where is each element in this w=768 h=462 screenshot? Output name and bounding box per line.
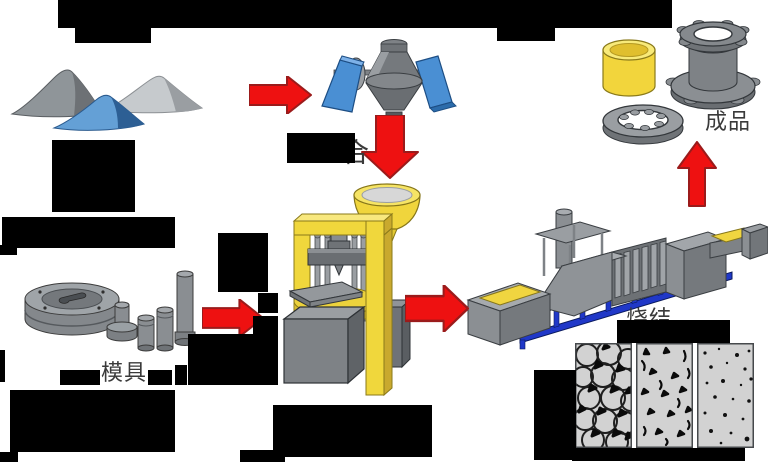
sintering-furnace-illustration bbox=[462, 196, 768, 352]
furnace-entry-table bbox=[466, 282, 552, 346]
redaction-box bbox=[258, 293, 278, 313]
arrow-powder-to-mixer bbox=[249, 76, 312, 114]
press-crosshead bbox=[307, 248, 371, 266]
hopper-powder-fill bbox=[361, 187, 413, 203]
redaction-box bbox=[617, 320, 730, 343]
press-die-slab bbox=[288, 281, 364, 308]
label-mold: 模具 bbox=[101, 361, 148, 386]
redaction-box bbox=[60, 370, 100, 385]
microstructure-panel-porous bbox=[575, 343, 632, 448]
redaction-box bbox=[148, 370, 172, 385]
mold-die bbox=[24, 282, 120, 336]
microstructure-panel-dense bbox=[697, 343, 754, 448]
redaction-box bbox=[218, 233, 268, 292]
product-flanged-gear bbox=[665, 20, 761, 110]
product-toothed-ring bbox=[602, 104, 684, 145]
redaction-box bbox=[0, 452, 18, 462]
microstructure-panels-illustration bbox=[575, 343, 757, 451]
mixer-stand-left bbox=[321, 55, 365, 113]
molds-illustration bbox=[15, 262, 200, 357]
redaction-box bbox=[188, 334, 278, 385]
furnace-fin-section bbox=[611, 237, 667, 307]
powder-pile-middle-blue bbox=[52, 94, 146, 131]
press-frame-top-beam bbox=[292, 213, 394, 236]
redaction-box bbox=[10, 390, 175, 452]
redaction-box bbox=[75, 28, 151, 43]
label-finished-product: 成品 bbox=[705, 110, 752, 135]
product-yellow-bushing bbox=[602, 39, 656, 97]
redaction-box bbox=[0, 350, 5, 382]
press-base-block bbox=[282, 305, 366, 385]
furnace-exit-table bbox=[709, 223, 768, 260]
raw-powders-illustration bbox=[10, 58, 210, 140]
arrow-press-to-furnace bbox=[405, 285, 469, 332]
microstructure-panel-densifying bbox=[636, 343, 693, 448]
mixer-stand-right bbox=[415, 55, 457, 113]
redaction-box bbox=[497, 28, 555, 41]
mold-punch-small bbox=[137, 314, 155, 352]
redaction-box bbox=[52, 140, 135, 212]
redaction-box bbox=[175, 365, 187, 385]
powder-pile-right bbox=[104, 75, 204, 114]
finished-products-illustration bbox=[593, 20, 763, 150]
arrow-mixer-to-hopper bbox=[361, 115, 419, 179]
press-frame-right-column bbox=[365, 212, 393, 397]
redaction-box bbox=[572, 448, 745, 461]
mold-punch-medium bbox=[156, 306, 174, 352]
press-illustration bbox=[268, 183, 418, 398]
mixer-double-cone-vessel bbox=[365, 39, 423, 126]
arrow-furnace-to-product bbox=[677, 141, 717, 207]
redaction-box bbox=[534, 370, 576, 460]
redaction-box bbox=[2, 217, 175, 248]
redaction-box bbox=[287, 133, 355, 163]
arrow-mold-to-press bbox=[202, 299, 264, 337]
redaction-box bbox=[273, 405, 432, 457]
mold-punch-tshaped bbox=[106, 301, 138, 342]
redaction-box bbox=[0, 245, 17, 255]
redaction-box bbox=[58, 0, 672, 28]
